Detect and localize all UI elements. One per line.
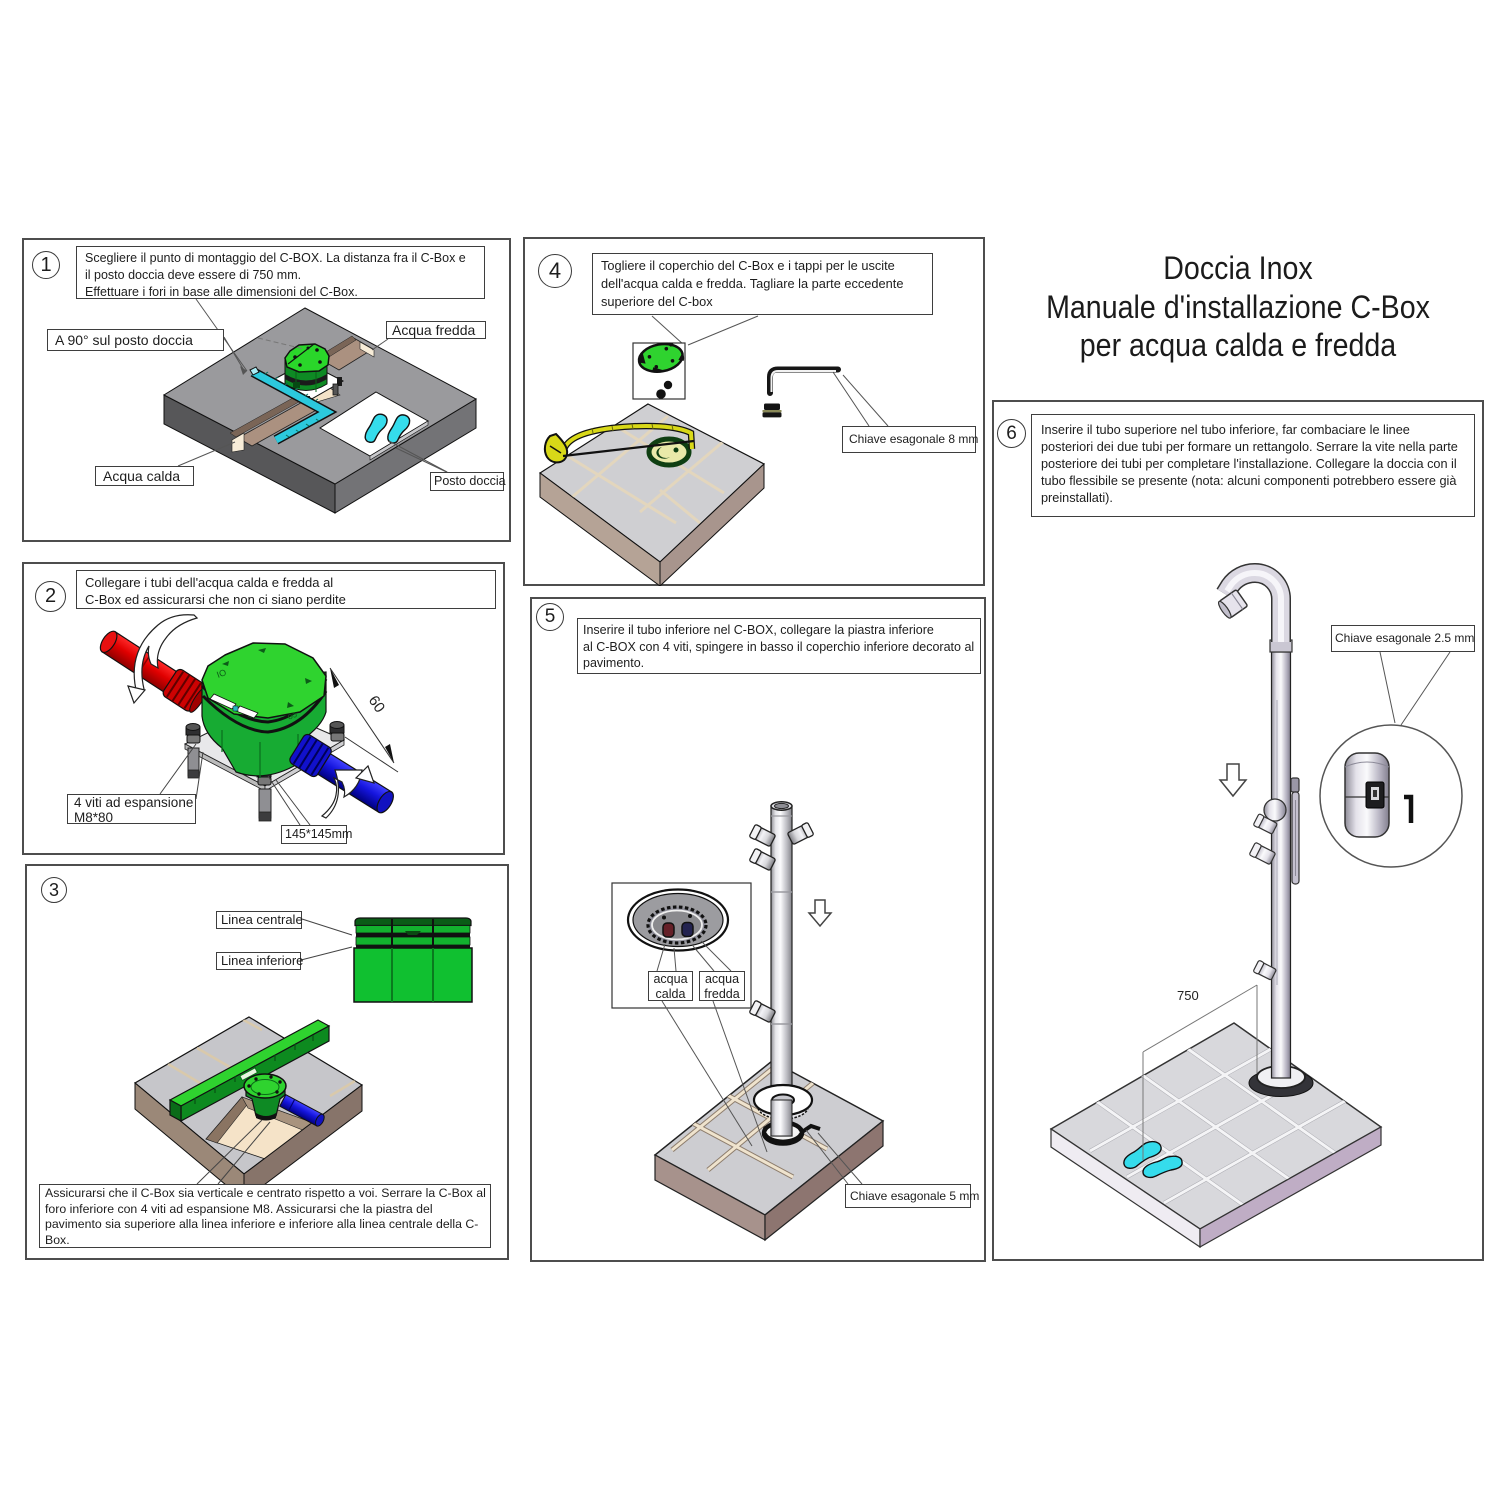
svg-text:750: 750 [1177, 988, 1199, 1003]
svg-text:IO: IO [215, 667, 227, 680]
svg-text:co: co [286, 710, 298, 723]
svg-text:60: 60 [365, 693, 388, 716]
